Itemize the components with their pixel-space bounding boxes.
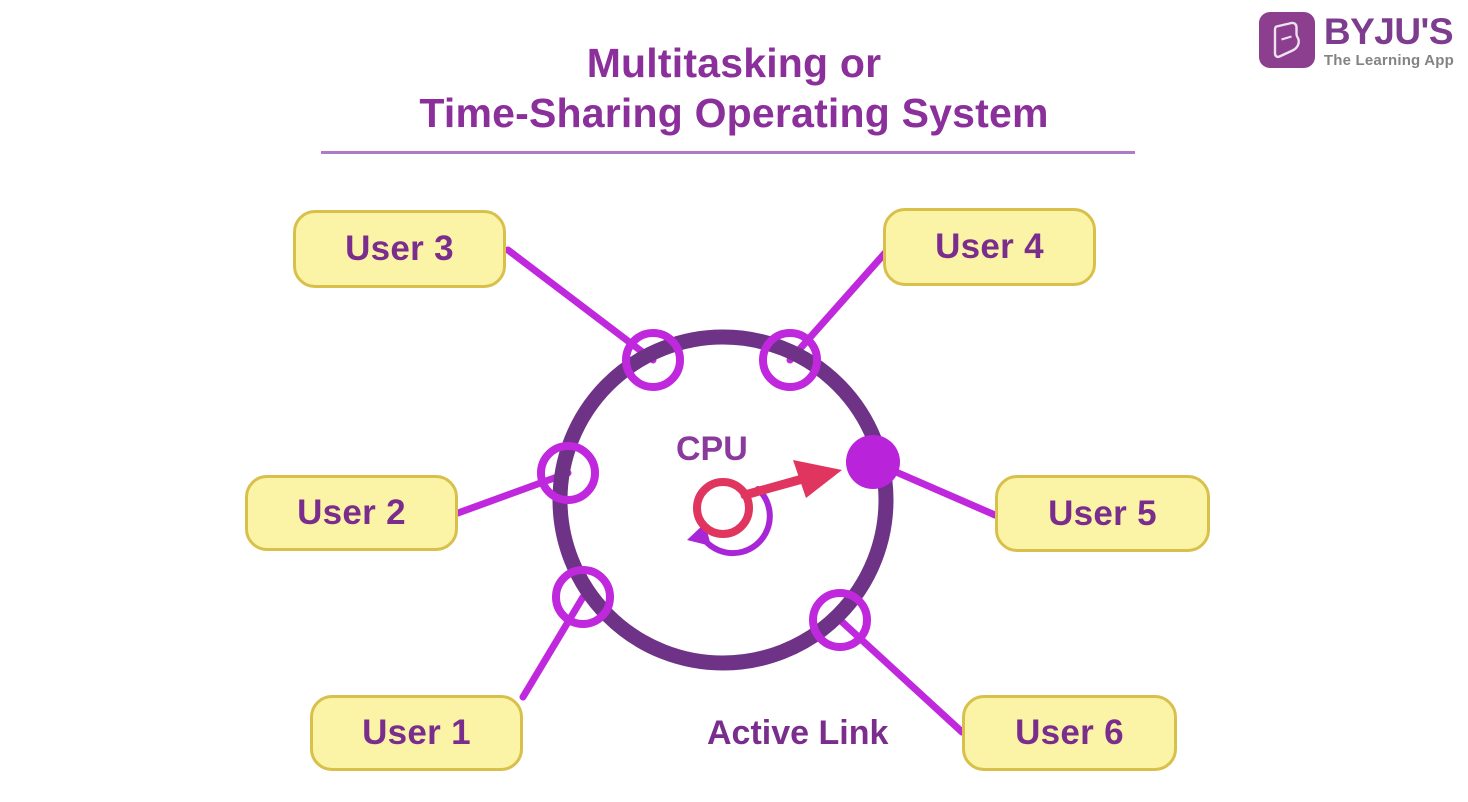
byjus-b-logo-icon [1258, 12, 1315, 68]
title-line-2: Time-Sharing Operating System [419, 90, 1049, 137]
connector-user-1 [519, 593, 587, 701]
brand-tagline: The Learning App [1323, 51, 1454, 69]
user-box-label: User 6 [1015, 713, 1124, 752]
user-box-label: User 1 [362, 713, 471, 752]
title-underline-rule [321, 151, 1135, 154]
node-ring-user-3[interactable] [622, 329, 684, 391]
connector-user-2 [454, 469, 572, 517]
page-title: Multitasking or Time-Sharing Operating S… [0, 38, 1468, 138]
user-box-user-6[interactable]: User 6 [962, 695, 1177, 771]
user-box-label: User 2 [297, 493, 406, 532]
user-box-label: User 4 [935, 227, 1044, 266]
node-filled-user-5-active-link[interactable] [846, 435, 900, 489]
node-ring-user-6[interactable] [809, 589, 871, 651]
user-box-label: User 5 [1048, 493, 1157, 533]
cpu-label: CPU [676, 430, 748, 468]
cpu-rotating-arrow-icon [687, 460, 842, 557]
byjus-logo: BYJU'S The Learning App [1258, 12, 1454, 68]
byjus-wordmark: BYJU'S The Learning App [1324, 13, 1454, 68]
user-box-label: User 3 [345, 229, 454, 268]
title-line-1: Multitasking or [586, 40, 882, 86]
user-box-user-1[interactable]: User 1 [310, 695, 523, 771]
node-rings [537, 329, 871, 651]
connector-user-4 [786, 249, 889, 364]
user-box-user-2[interactable]: User 2 [245, 475, 458, 551]
cpu-ring [552, 329, 894, 671]
user-box-user-5[interactable]: User 5 [995, 475, 1210, 552]
active-link-label: Active Link [707, 714, 889, 752]
user-box-user-4[interactable]: User 4 [883, 208, 1096, 286]
user-box-user-3[interactable]: User 3 [293, 210, 506, 288]
brand-name: BYJU'S [1323, 10, 1454, 52]
node-ring-user-1[interactable] [552, 566, 614, 628]
node-ring-user-2[interactable] [537, 442, 599, 504]
node-ring-user-4[interactable] [759, 329, 821, 391]
